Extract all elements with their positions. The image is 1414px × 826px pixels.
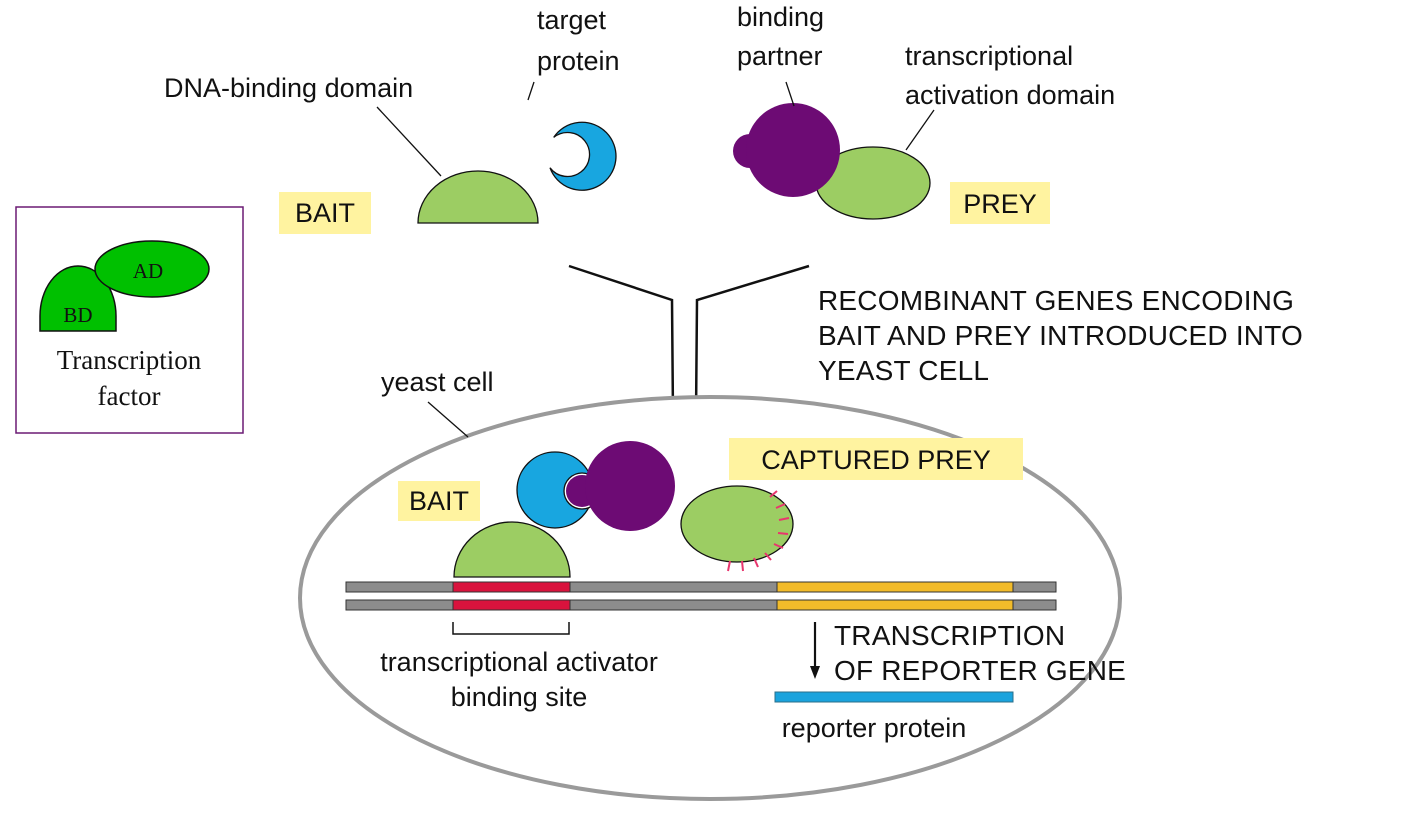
glow-tick: [775, 503, 786, 509]
bait-prey-complex: [453, 441, 794, 578]
glow-tick: [764, 552, 772, 561]
yeast-cell-leader: [427, 401, 469, 438]
binding-site-label-line1: transcriptional activator: [380, 647, 658, 677]
ad-label: AD: [133, 259, 163, 283]
dna-binding-domain-label: DNA-binding domain: [164, 73, 413, 103]
reporter-gene-segment-top: [776, 581, 1014, 593]
step-line2: BAIT AND PREY INTRODUCED INTO: [818, 320, 1303, 351]
transcription-arrowhead: [810, 666, 820, 679]
binding-site-segment-top: [452, 581, 571, 593]
prey-construct: PREY binding partner transcriptional act…: [733, 2, 1115, 224]
transcription-factor-inset: AD BD Transcription factor: [15, 206, 244, 434]
binding-site-segment-bottom: [452, 599, 571, 611]
glow-tick: [753, 557, 759, 568]
target-protein-leader: [527, 81, 535, 101]
reporter-gene-segment-bottom: [776, 599, 1014, 611]
inset-caption-line1: Transcription: [57, 345, 202, 375]
dna-strand-top: [345, 581, 1057, 593]
step-line1: RECOMBINANT GENES ENCODING: [818, 285, 1294, 316]
dna-double-strand: [345, 581, 1057, 611]
binding-partner-leader: [785, 81, 795, 107]
target-protein-shape: [549, 121, 617, 191]
bait-tag-bg: [279, 192, 371, 234]
binding-partner-shape: [746, 103, 840, 197]
glow-tick: [769, 490, 778, 498]
step-line3: YEAST CELL: [818, 355, 989, 386]
dna-binding-domain-shape: [417, 170, 539, 224]
inset-caption-line2: factor: [98, 381, 161, 411]
cell-bait-tag-bg: [398, 481, 480, 521]
activation-domain-label-line2: activation domain: [905, 80, 1115, 110]
ad-domain-shape: [94, 240, 210, 298]
captured-prey-tag: CAPTURED PREY: [761, 445, 991, 475]
step-description: RECOMBINANT GENES ENCODING BAIT AND PREY…: [818, 285, 1303, 386]
captured-prey-tag-bg: [729, 438, 1023, 480]
binding-site-label-line2: binding site: [451, 682, 588, 712]
dna-binding-domain-leader: [376, 106, 442, 177]
bound-binding-partner: [585, 441, 675, 531]
glow-tick: [727, 560, 731, 572]
binding-site-bracket: [452, 622, 570, 635]
glow-tick: [773, 543, 784, 549]
bait-arrow-path: [568, 264, 675, 417]
prey-tag: PREY: [963, 189, 1037, 219]
glow-tick: [777, 532, 789, 535]
dna-strand-bottom: [345, 599, 1057, 611]
bd-label: BD: [63, 303, 92, 327]
transcription-label-line1: TRANSCRIPTION: [834, 620, 1065, 651]
target-protein-label-line2: protein: [537, 46, 620, 76]
target-protein-label-line1: target: [537, 5, 607, 35]
bound-activation-domain: [680, 485, 794, 563]
bound-dna-binding-domain: [453, 521, 571, 578]
reporter-protein-bar: [774, 691, 1014, 703]
binding-partner-label-line2: partner: [737, 41, 823, 71]
bd-domain-shape: [39, 265, 117, 332]
yeast-cell: yeast cell transcriptional activator bin…: [298, 367, 1126, 801]
transcription-label-line2: OF REPORTER GENE: [834, 655, 1126, 686]
binding-partner-label-line1: binding: [737, 2, 824, 32]
prey-tag-bg: [950, 182, 1050, 224]
activation-glow: [727, 490, 790, 572]
glow-tick: [778, 517, 790, 521]
prey-arrow-path: [694, 264, 810, 417]
bait-tag: BAIT: [295, 198, 355, 228]
yeast-cell-label: yeast cell: [381, 367, 494, 397]
reporter-protein-label: reporter protein: [782, 713, 967, 743]
activation-domain-label-line1: transcriptional: [905, 41, 1073, 71]
cell-bait-tag: BAIT: [409, 486, 469, 516]
activation-domain-leader: [905, 109, 935, 151]
glow-tick: [741, 560, 744, 572]
bait-construct: BAIT DNA-binding domain target protein: [164, 5, 620, 234]
